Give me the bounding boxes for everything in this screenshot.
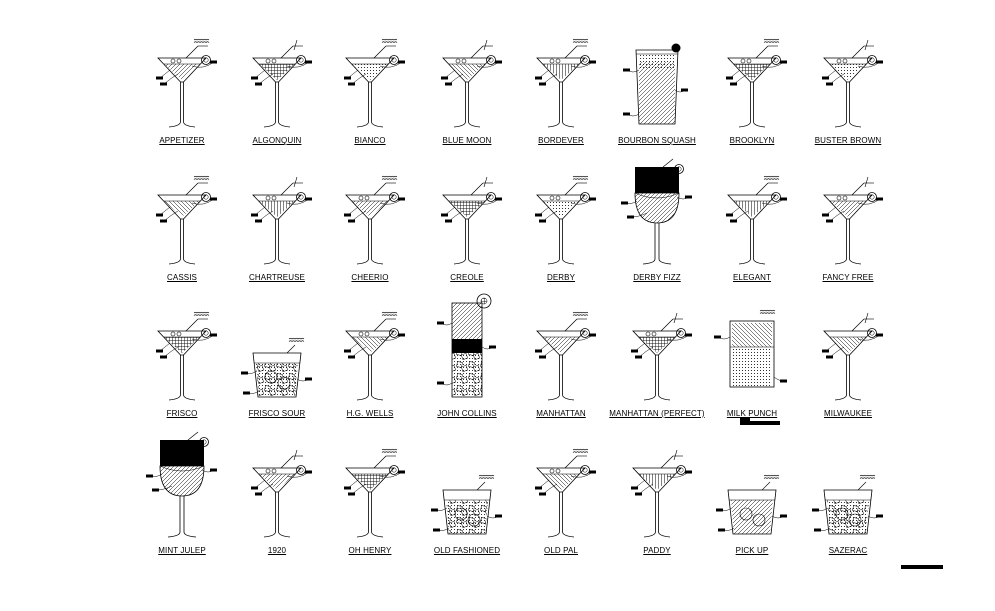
glass-cassis: [156, 175, 217, 265]
glass-1920: [251, 449, 312, 538]
label-derby-fizz: DERBY FIZZ: [633, 273, 681, 282]
label-h-g-wells: H.G. WELLS: [346, 409, 394, 418]
label-old-fashioned: OLD FASHIONED: [433, 546, 501, 555]
scale-bar: [901, 565, 943, 569]
glass-john-collins: [437, 293, 496, 398]
label-milk-punch: MILK PUNCH: [726, 409, 778, 418]
label-mint-julep: MINT JULEP: [158, 546, 206, 555]
glass-mint-julep: [146, 431, 217, 538]
glass-manhattan: [535, 311, 596, 401]
label-oh-henry: OH HENRY: [348, 546, 392, 555]
glass-frisco: [156, 311, 217, 401]
glass-paddy: [631, 449, 692, 538]
label-manhattan: MANHATTAN: [536, 409, 586, 418]
glass-pick-up: [716, 474, 787, 535]
label-john-collins: JOHN COLLINS: [437, 409, 497, 418]
label-derby: DERBY: [546, 273, 576, 282]
glass-creole: [441, 176, 502, 265]
label-bordever: BORDEVER: [538, 136, 584, 145]
label-brooklyn: BROOKLYN: [729, 136, 775, 145]
glass-brooklyn: [726, 38, 787, 128]
label-milwaukee: MILWAUKEE: [823, 409, 873, 418]
glass-blue-moon: [441, 39, 502, 128]
label-paddy: PADDY: [643, 546, 671, 555]
glass-derby: [535, 175, 596, 265]
glass-elegant: [726, 175, 787, 265]
glass-milk-punch: [714, 309, 787, 425]
label-algonquin: ALGONQUIN: [252, 136, 302, 145]
label-chartreuse: CHARTREUSE: [249, 273, 305, 282]
label-cheerio: CHEERIO: [351, 273, 389, 282]
cocktail-glasses: [146, 38, 883, 538]
glass-bianco: [344, 38, 405, 128]
label-fancy-free: FANCY FREE: [822, 273, 874, 282]
glass-buster-brown: [822, 39, 883, 128]
glass-derby-fizz: [621, 158, 692, 265]
glass-cheerio: [344, 175, 405, 265]
glass-chartreuse: [251, 176, 312, 265]
glass-old-pal: [535, 448, 596, 538]
glass-sazerac: [812, 474, 883, 535]
label-blue-moon: BLUE MOON: [442, 136, 492, 145]
glass-old-fashioned: [431, 474, 502, 535]
label-buster-brown: BUSTER BROWN: [814, 136, 882, 145]
glass-manhattan-perfect: [631, 312, 692, 401]
glass-fancy-free: [822, 176, 883, 265]
label-frisco-sour: FRISCO SOUR: [248, 409, 306, 418]
glass-h-g-wells: [344, 311, 405, 401]
glass-bordever: [535, 38, 596, 128]
glass-frisco-sour: [241, 337, 312, 398]
glass-algonquin: [251, 39, 312, 128]
label-bourbon-squash: BOURBON SQUASH: [618, 136, 696, 145]
glass-appetizer: [156, 38, 217, 128]
label-bianco: BIANCO: [354, 136, 386, 145]
label-1920: 1920: [267, 546, 287, 555]
label-sazerac: SAZERAC: [828, 546, 868, 555]
label-old-pal: OLD PAL: [544, 546, 578, 555]
glass-oh-henry: [344, 448, 405, 538]
label-manhattan-perfect: MANHATTAN (PERFECT): [609, 409, 705, 418]
label-appetizer: APPETIZER: [159, 136, 205, 145]
glass-milwaukee: [822, 312, 883, 401]
label-frisco: FRISCO: [166, 409, 198, 418]
glass-bourbon-squash: [623, 43, 688, 125]
label-cassis: CASSIS: [167, 273, 197, 282]
label-creole: CREOLE: [450, 273, 484, 282]
label-elegant: ELEGANT: [732, 273, 772, 282]
label-pick-up: PICK UP: [735, 546, 769, 555]
